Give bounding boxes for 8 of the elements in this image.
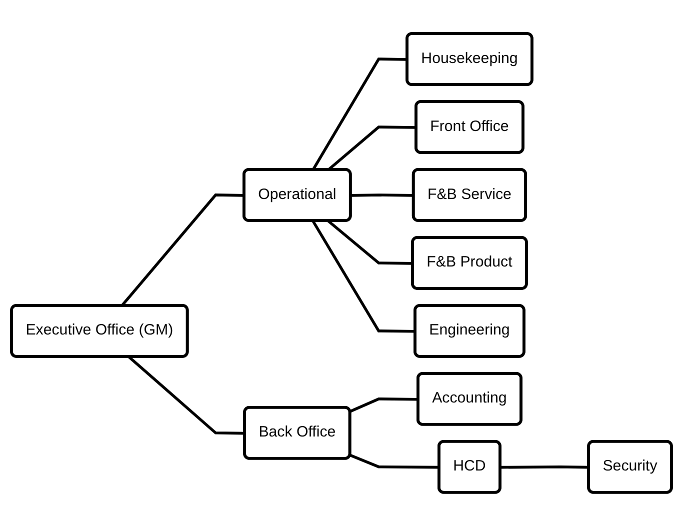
connector xyxy=(312,57,408,170)
connector xyxy=(327,219,413,264)
connector xyxy=(500,465,590,468)
connector xyxy=(312,220,416,332)
connector xyxy=(350,397,418,412)
connector xyxy=(128,355,246,434)
connector xyxy=(350,193,414,196)
connector xyxy=(350,453,440,468)
